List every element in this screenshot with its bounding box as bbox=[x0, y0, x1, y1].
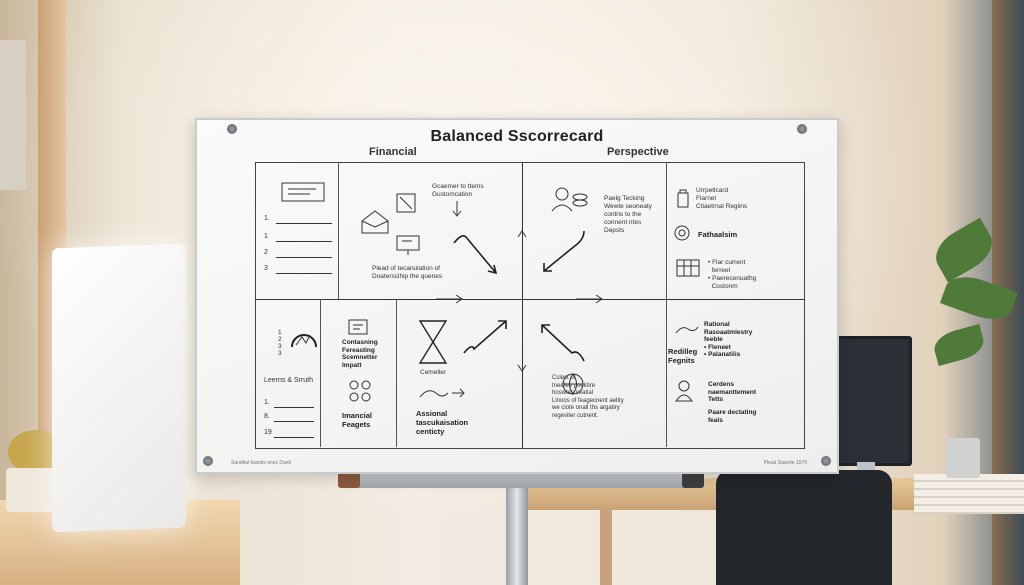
list-line bbox=[276, 273, 332, 274]
vertical-divider bbox=[522, 163, 523, 448]
financial-header: Financial bbox=[369, 146, 417, 158]
handshake-icon bbox=[675, 326, 699, 334]
controller-label: Cemeller bbox=[420, 369, 447, 376]
person-icon bbox=[675, 380, 693, 402]
board-title: Balanced Sscorrecard bbox=[430, 128, 604, 145]
list-line bbox=[276, 223, 332, 224]
gauge-icon bbox=[291, 334, 317, 348]
list-number: 1 bbox=[264, 233, 268, 240]
screw-icon bbox=[227, 124, 237, 134]
presentation-icon bbox=[396, 235, 420, 255]
list-line bbox=[274, 407, 314, 408]
document-icon bbox=[281, 182, 325, 202]
curved-arrow-icon bbox=[463, 320, 507, 354]
square-chart-icon bbox=[396, 193, 416, 213]
jar-icon bbox=[677, 189, 689, 208]
forecasting-note: Contasning Fereasting Scemnetter Impatt bbox=[342, 339, 378, 369]
cell-divider bbox=[320, 299, 321, 447]
list-line bbox=[274, 437, 314, 438]
quadrant-grid: 1. 1 2 3 Gcaemer to ttems Gustomcation bbox=[255, 162, 805, 449]
easel-pole bbox=[506, 488, 528, 585]
cost-list: • Flar current ferreel • Paerecenuathg C… bbox=[708, 259, 757, 290]
footer-left: Sandtial tiasstis ones Dantl bbox=[231, 460, 292, 466]
footer-right: Plead Sasotie 1979 bbox=[763, 460, 807, 466]
reporting-label: Redilleg Fegnits bbox=[668, 347, 698, 365]
screw-icon bbox=[821, 456, 831, 466]
globe-icon bbox=[562, 373, 584, 395]
customer-note: Gcaemer to ttems Gustomcation bbox=[432, 183, 484, 198]
screw-icon bbox=[797, 124, 807, 134]
cell-divider bbox=[666, 163, 667, 299]
scorecard-board: Balanced Sscorrecard Financial Perspecti… bbox=[195, 118, 839, 474]
tracking-note: Paelg Tecking Wewte seoneaty contris to … bbox=[604, 195, 652, 234]
grid-box-icon bbox=[348, 319, 368, 335]
right-arrow-icon bbox=[436, 294, 463, 304]
list-number: 1. bbox=[264, 215, 270, 222]
easel-ledge bbox=[338, 470, 704, 488]
cell-divider bbox=[338, 163, 339, 299]
hourglass-icon bbox=[418, 320, 448, 364]
down-arrow-icon bbox=[517, 364, 527, 372]
blank-flipchart bbox=[52, 243, 186, 533]
desk-leg bbox=[600, 510, 612, 585]
deciding-note: Paare dectating feals bbox=[708, 409, 757, 424]
envelope-icon bbox=[361, 210, 389, 234]
financial-targets-label: Imancial Feagets bbox=[342, 411, 373, 429]
plant-pot bbox=[946, 438, 980, 478]
list-number: 1. bbox=[264, 399, 270, 406]
impact-note: Cclect of tneefee poektire hoswtes ceati… bbox=[552, 375, 624, 419]
list-number: 19 bbox=[264, 429, 272, 436]
network-icon bbox=[349, 380, 371, 402]
list-line bbox=[274, 421, 314, 422]
team-icon bbox=[551, 187, 588, 212]
cell-divider bbox=[666, 299, 667, 447]
screw-icon bbox=[203, 456, 213, 466]
cell-divider bbox=[396, 299, 397, 447]
curved-arrow-icon bbox=[541, 324, 585, 362]
wall-art bbox=[0, 40, 26, 190]
easel-ledge-cap bbox=[338, 470, 360, 488]
table-icon bbox=[676, 259, 700, 277]
learning-growth-label: Leerns & Srruth bbox=[264, 377, 314, 384]
management-note: Cerdens naemanttement Tetts bbox=[708, 381, 757, 403]
number-stack: 1 2 3 3 bbox=[278, 329, 282, 357]
stacked-books bbox=[914, 474, 1024, 514]
curved-arrow-icon bbox=[453, 235, 498, 275]
list-line bbox=[276, 257, 332, 258]
plan-note: Plead of tecanulation of Doaterscihip th… bbox=[372, 265, 443, 280]
list-number: 2 bbox=[264, 249, 268, 256]
easel-ledge-cap bbox=[682, 470, 704, 488]
horizontal-divider bbox=[256, 299, 804, 300]
additional-note: Assional tascukaisation centicty bbox=[416, 409, 469, 436]
budget-note: Urrpetlcard Flarnet Ctiaetrnal Regiins bbox=[696, 187, 748, 210]
coin-icon bbox=[674, 225, 690, 241]
curved-arrow-icon bbox=[543, 230, 585, 272]
finance-label: Fathaalsim bbox=[698, 230, 738, 239]
regulatory-note: Rational Rasoaatmlestry feeble • Fleneet… bbox=[704, 321, 753, 358]
right-arrow-icon bbox=[576, 294, 603, 304]
list-line bbox=[276, 241, 332, 242]
office-chair bbox=[716, 470, 892, 585]
down-arrow-icon bbox=[452, 201, 462, 217]
handshake-icon bbox=[419, 388, 465, 398]
up-arrow-icon bbox=[517, 230, 527, 238]
list-number: 8. bbox=[264, 413, 270, 420]
list-number: 3 bbox=[264, 265, 268, 272]
perspective-header: Perspective bbox=[607, 146, 669, 158]
